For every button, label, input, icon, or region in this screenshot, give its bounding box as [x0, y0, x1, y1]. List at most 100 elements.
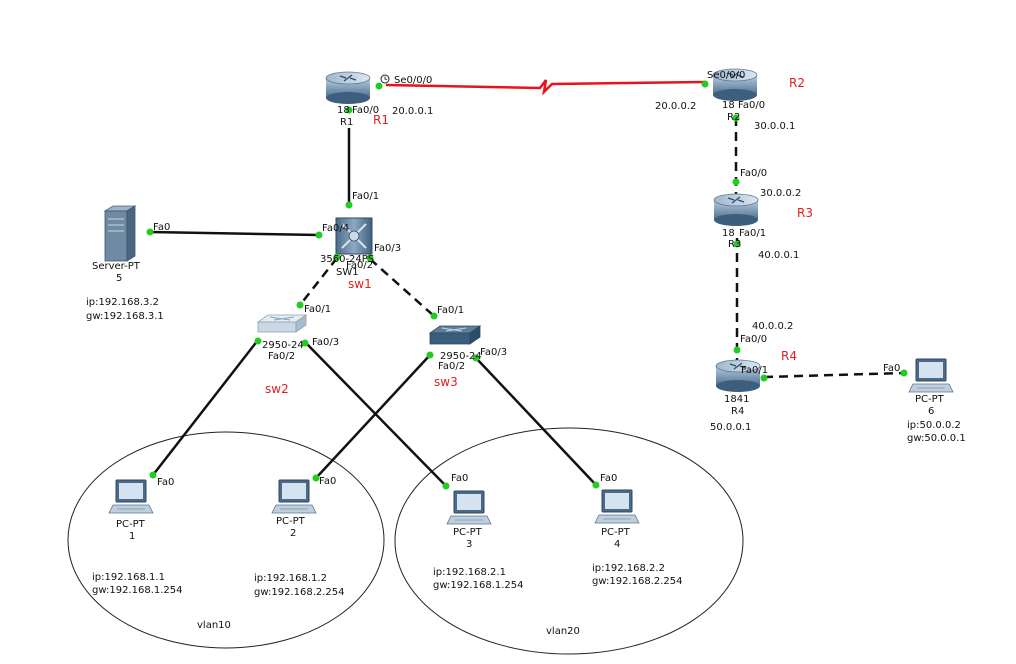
router-r1[interactable] — [325, 71, 371, 104]
server-number-label: 5 — [116, 273, 122, 284]
pc-4[interactable] — [594, 489, 640, 524]
port-dot — [146, 228, 154, 236]
r4-fa01-label: Fa0/1 — [741, 365, 768, 376]
r3-name-label: R3 — [728, 239, 741, 250]
r4-fa00-label: Fa0/0 — [740, 334, 767, 345]
pc6-number-label: 6 — [928, 406, 934, 417]
sw3-model-label: 2950-24 — [440, 351, 482, 362]
port-dot — [366, 254, 374, 262]
router-r4[interactable] — [715, 359, 761, 392]
sw1-fa02-label: Fa0/2 — [346, 260, 373, 271]
sw1-fa04-label: Fa0/4 — [322, 223, 349, 234]
switch-icon — [256, 314, 308, 333]
router-icon — [712, 68, 758, 101]
pc4-number-label: 4 — [614, 539, 620, 550]
switch-sw3[interactable] — [428, 325, 482, 345]
r3-ip-fa01-label: 40.0.0.1 — [758, 250, 799, 261]
pc-6[interactable] — [908, 358, 954, 393]
sw2-annotation: sw2 — [265, 382, 289, 396]
server-type-label: Server-PT — [92, 261, 141, 272]
sw2-model-label: 2950-24 — [262, 340, 304, 351]
port-dot — [430, 312, 438, 320]
pc6-port-label: Fa0 — [883, 363, 900, 374]
port-dot — [900, 369, 908, 377]
link-sw1-sw2[interactable] — [299, 257, 338, 306]
switch-icon — [428, 325, 482, 345]
r4-model-label: 1841 — [724, 394, 749, 405]
pc-3[interactable] — [446, 490, 492, 525]
port-dot — [732, 178, 740, 186]
vlan20-area — [394, 427, 744, 655]
vlan10-label: vlan10 — [197, 620, 231, 631]
port-dot — [592, 481, 600, 489]
link-server-sw1[interactable] — [149, 230, 320, 237]
serial-link-r1-r2[interactable] — [385, 79, 707, 96]
port-dot — [375, 82, 383, 90]
r3-ip-fa00-label: 30.0.0.2 — [760, 188, 801, 199]
r2-model-label: 18 — [722, 100, 735, 111]
r2-fa00-label: Fa0/0 — [738, 100, 765, 111]
clock-icon — [380, 74, 390, 84]
router-r2[interactable] — [712, 68, 758, 101]
pc2-type-label: PC-PT — [276, 516, 306, 527]
port-dot — [760, 374, 768, 382]
server-gw-label: gw:192.168.3.1 — [86, 311, 164, 322]
r4-annotation: R4 — [781, 349, 797, 363]
r2-ip-fa-label: 30.0.0.1 — [754, 121, 795, 132]
pc1-type-label: PC-PT — [116, 519, 146, 530]
pc3-gw-label: gw:192.168.1.254 — [433, 580, 524, 591]
r1-ip-label: 20.0.0.1 — [392, 106, 433, 117]
r3-annotation: R3 — [797, 206, 813, 220]
r1-se-port-label: Se0/0/0 — [394, 75, 432, 86]
pc4-ip-label: ip:192.168.2.2 — [592, 563, 665, 574]
sw3-annotation: sw3 — [434, 375, 458, 389]
r1-model-label: 18 — [337, 105, 350, 116]
link-sw3-pc2[interactable] — [315, 354, 431, 479]
sw3-fa01-label: Fa0/1 — [437, 305, 464, 316]
pc-1[interactable] — [108, 479, 154, 514]
pc3-port-label: Fa0 — [451, 473, 468, 484]
pc6-gw-label: gw:50.0.0.1 — [907, 433, 966, 444]
port-dot — [296, 301, 304, 309]
multilayer-switch-icon — [335, 217, 373, 255]
pc6-ip-label: ip:50.0.0.2 — [907, 420, 961, 431]
pc1-ip-label: ip:192.168.1.1 — [92, 572, 165, 583]
r1-annotation: R1 — [373, 113, 389, 127]
pc-2[interactable] — [271, 479, 317, 514]
pc4-gw-label: gw:192.168.2.254 — [592, 576, 683, 587]
port-dot — [426, 351, 434, 359]
sw1-fa01-label: Fa0/1 — [352, 191, 379, 202]
r2-name-label: R2 — [727, 112, 740, 123]
sw1-annotation: sw1 — [348, 277, 372, 291]
port-dot — [254, 337, 262, 345]
pc-icon — [446, 490, 492, 525]
r4-name-label: R4 — [731, 406, 744, 417]
link-sw2-pc1[interactable] — [152, 339, 259, 476]
router-r3[interactable] — [713, 193, 759, 226]
switch-sw1[interactable] — [335, 217, 373, 255]
pc3-number-label: 3 — [466, 539, 472, 550]
link-sw1-sw3[interactable] — [369, 258, 435, 317]
pc4-port-label: Fa0 — [600, 473, 617, 484]
pc6-type-label: PC-PT — [915, 394, 945, 405]
pc1-number-label: 1 — [129, 531, 135, 542]
r3-fa00-label: Fa0/0 — [740, 168, 767, 179]
switch-sw2[interactable] — [256, 314, 308, 333]
port-dot — [442, 482, 450, 490]
server-5[interactable] — [103, 205, 137, 262]
r4-ip-fa00-label: 40.0.0.2 — [752, 321, 793, 332]
port-dot — [733, 346, 741, 354]
router-icon — [715, 359, 761, 392]
r2-se-port-label: Se0/0/0 — [707, 70, 745, 81]
port-dot — [732, 114, 740, 122]
port-dots — [146, 80, 908, 490]
sw3-fa02-label: Fa0/2 — [438, 361, 465, 372]
pc2-ip-label: ip:192.168.1.2 — [254, 573, 327, 584]
port-dot — [315, 231, 323, 239]
server-icon — [103, 205, 137, 262]
port-dot — [733, 240, 741, 248]
link-sw3-pc4[interactable] — [475, 357, 597, 486]
link-r4-pc6[interactable] — [763, 371, 905, 379]
r3-fa01-label: Fa0/1 — [739, 228, 766, 239]
